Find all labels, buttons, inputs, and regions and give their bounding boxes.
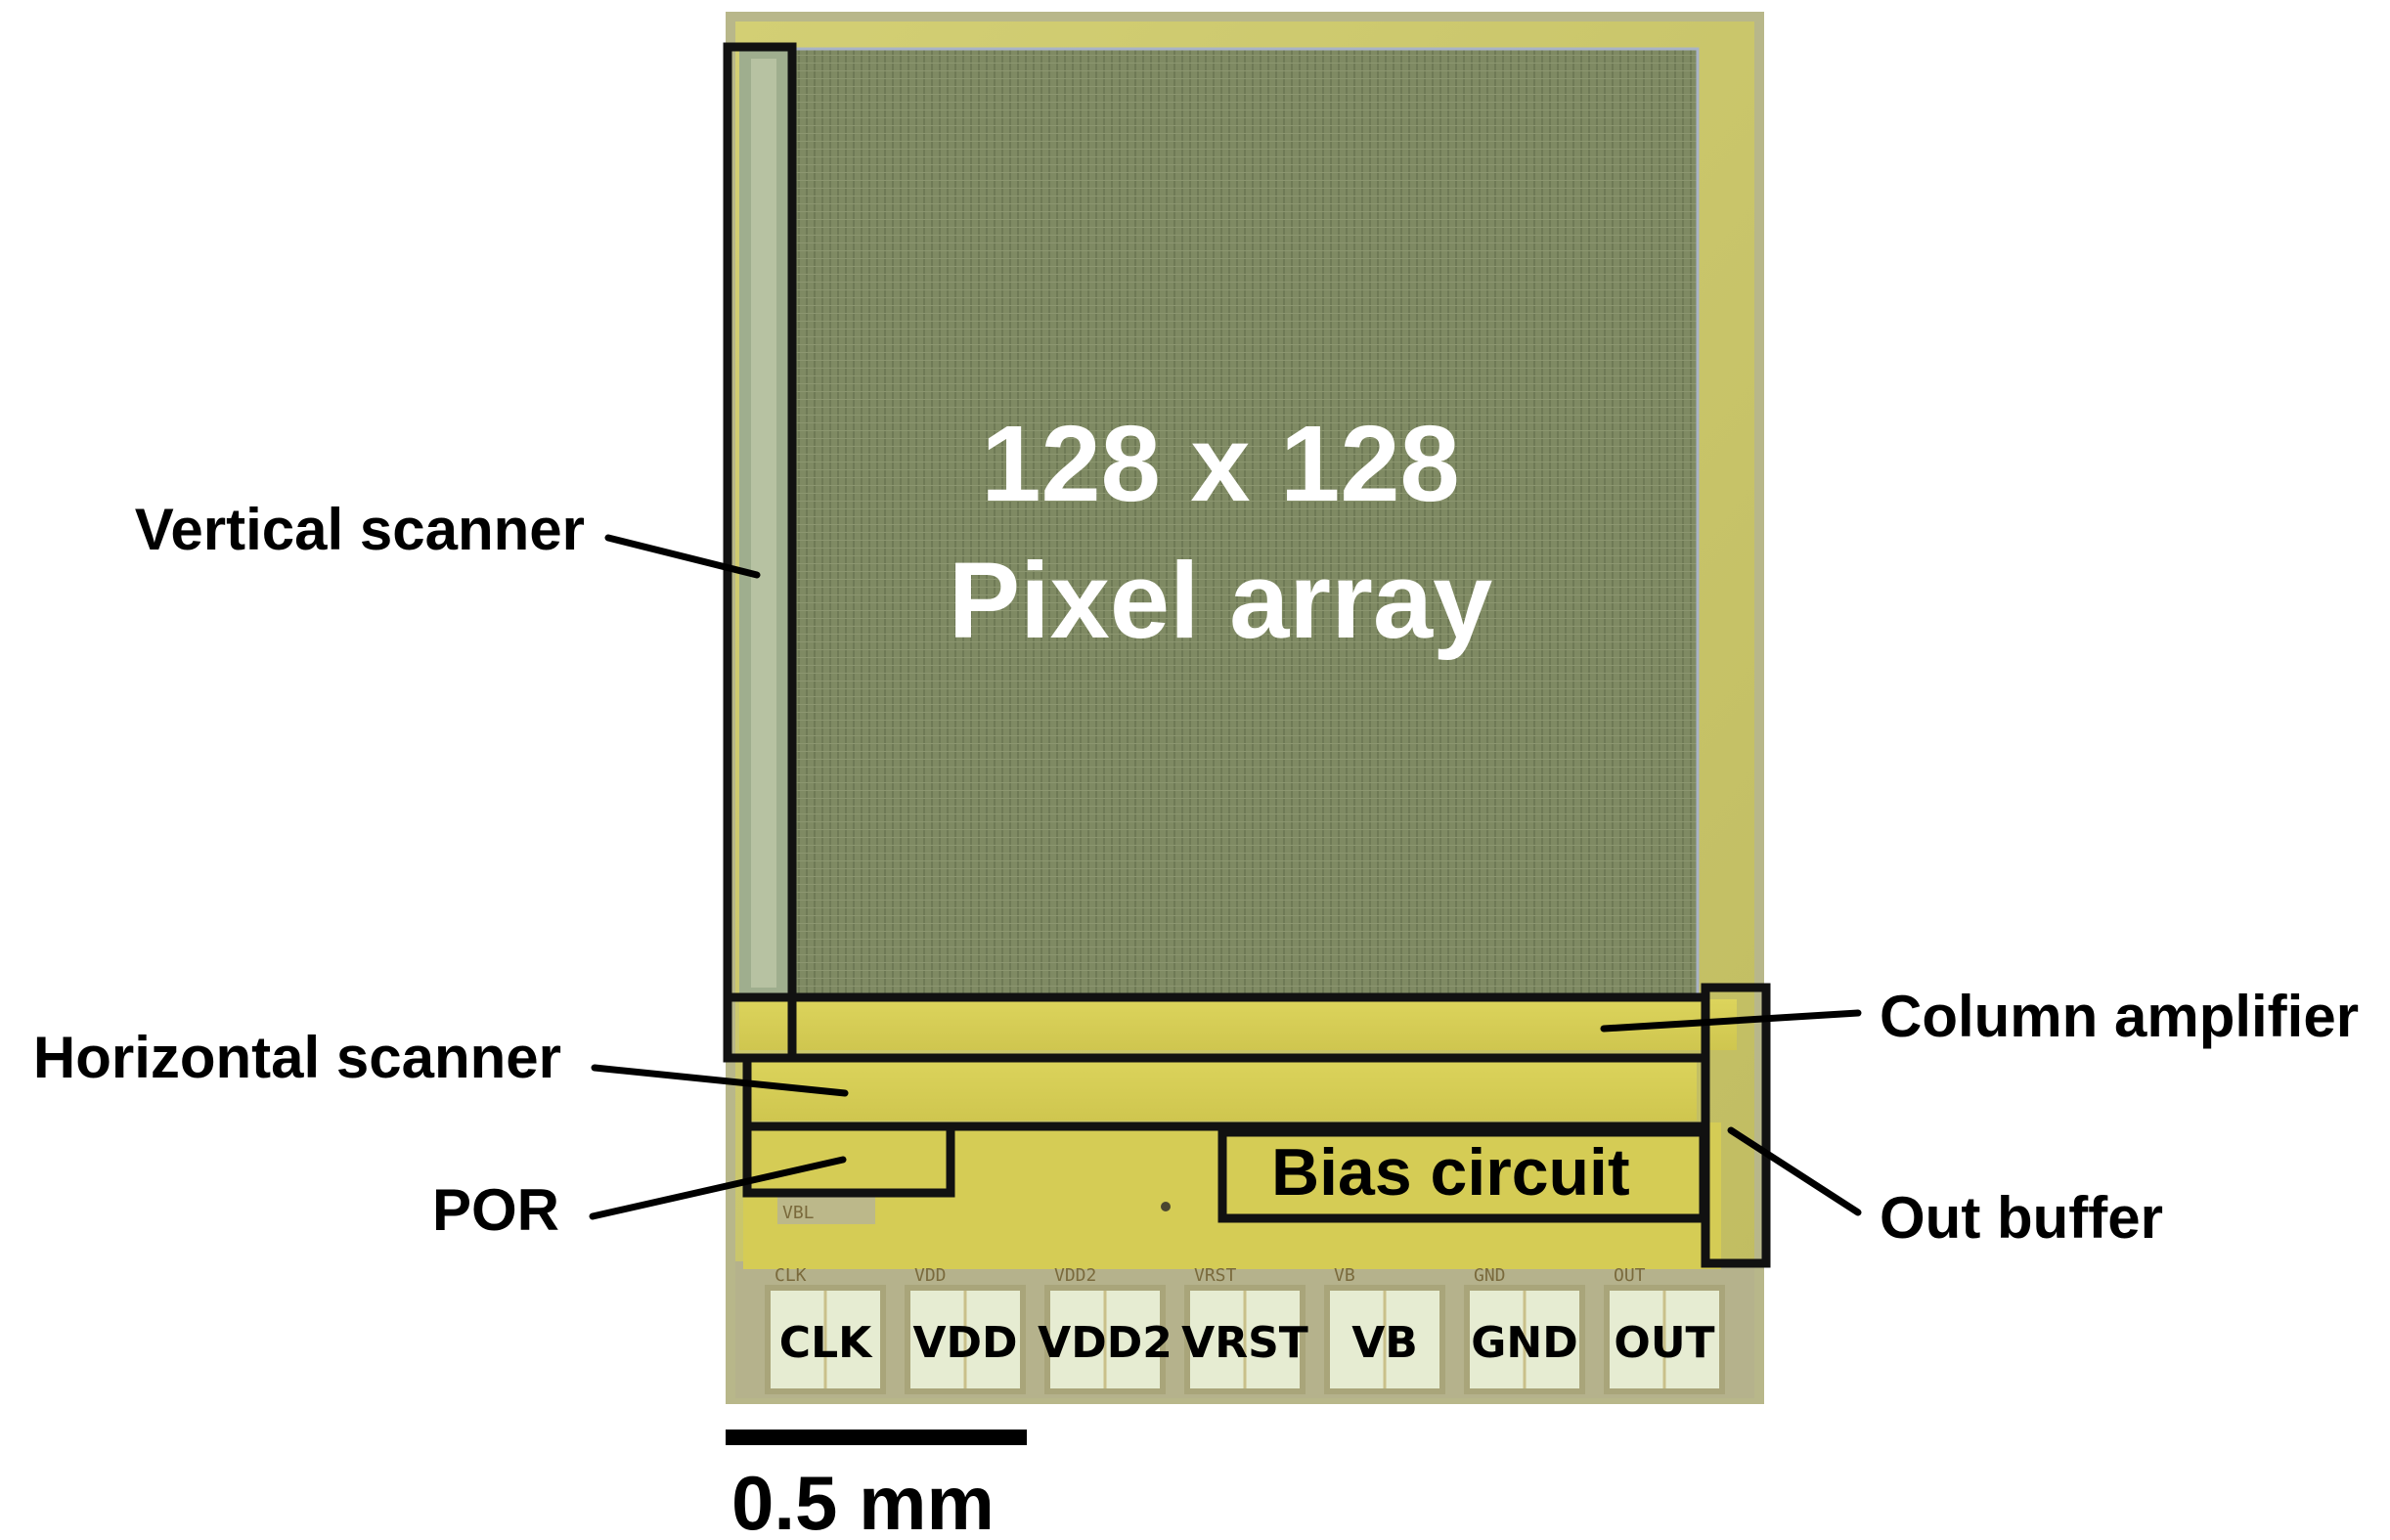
- pad-silk-label: GND: [1474, 1265, 1506, 1286]
- callout-por: POR: [432, 1177, 559, 1243]
- pad-vdd: VDD VDD: [905, 1265, 1026, 1394]
- callout-out-buffer: Out buffer: [1880, 1185, 2163, 1251]
- bias-circuit-label: Bias circuit: [1271, 1135, 1630, 1210]
- die-defect: [1161, 1202, 1171, 1211]
- pad-label: VB: [1351, 1318, 1418, 1368]
- pixel-array: [788, 47, 1700, 999]
- leader-por: [589, 1156, 847, 1220]
- callout-leaders: [589, 534, 1862, 1220]
- out-buffer-outline: [1701, 983, 1771, 1268]
- pad-label: OUT: [1614, 1318, 1714, 1368]
- pad-vb: VB VB: [1324, 1265, 1445, 1394]
- callout-vertical-scanner: Vertical scanner: [135, 497, 585, 562]
- pad-silk-label: VDD: [914, 1265, 947, 1286]
- pad-silk-label: VB: [1334, 1265, 1355, 1286]
- pad-label: GND: [1471, 1318, 1577, 1368]
- callout-horizontal-scanner: Horizontal scanner: [33, 1025, 561, 1090]
- vertical-scanner-core: [751, 59, 776, 988]
- leader-out-buffer: [1727, 1126, 1862, 1216]
- silk-vbl: VBL: [782, 1203, 815, 1223]
- array-label-line1: 128 x 128: [981, 404, 1459, 524]
- scale-bar-label: 0.5 mm: [731, 1460, 995, 1540]
- scale-bar-line: [726, 1430, 1027, 1445]
- pad-silk-label: VRST: [1194, 1265, 1237, 1286]
- pad-out: OUT OUT: [1604, 1265, 1725, 1394]
- pad-clk: CLK CLK: [765, 1265, 886, 1394]
- block-outlines: [723, 42, 1771, 1268]
- por-outline: [742, 1122, 955, 1198]
- pad-silk-label: CLK: [775, 1265, 807, 1286]
- leader-column-amplifier: [1600, 1009, 1862, 1033]
- pad-silk-label: OUT: [1614, 1265, 1646, 1286]
- pad-label: VDD2: [1038, 1318, 1173, 1368]
- column-amplifier-strip: [739, 999, 1737, 1050]
- pad-gnd: GND GND: [1464, 1265, 1585, 1394]
- pad-vrst: VRST VRST: [1181, 1265, 1308, 1394]
- pad-silk-label: VDD2: [1054, 1265, 1096, 1286]
- array-label-line2: Pixel array: [949, 541, 1493, 661]
- callout-column-amplifier: Column amplifier: [1880, 984, 2359, 1049]
- bonding-pads: CLKCLKVDDVDDVDD2VDD2VRSTVRSTVBVBGNDGNDOU…: [765, 1265, 1725, 1394]
- die: VBL: [726, 12, 1764, 1404]
- leader-vertical-scanner: [604, 534, 761, 579]
- leader-horizontal-scanner: [591, 1064, 849, 1097]
- pad-label: VDD: [912, 1318, 1017, 1368]
- pad-label: VRST: [1181, 1318, 1308, 1368]
- pad-label: CLK: [779, 1318, 873, 1368]
- vbl-block: [777, 1195, 875, 1224]
- horizontal-scanner-strip: [743, 1056, 1697, 1121]
- scale-bar: 0.5 mm: [726, 1430, 1027, 1540]
